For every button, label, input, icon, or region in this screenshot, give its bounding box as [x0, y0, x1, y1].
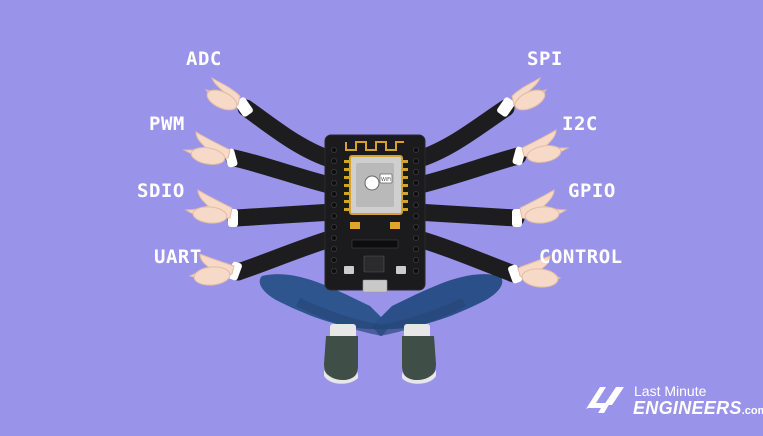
logo-engineers: ENGINEERS — [633, 398, 742, 418]
last-minute-engineers-logo: Last Minute ENGINEERS.com — [582, 381, 763, 421]
label-spi: SPI — [527, 48, 563, 70]
logo-line1: Last Minute — [634, 383, 707, 399]
label-pwm: PWM — [149, 113, 185, 135]
left-arms — [225, 99, 342, 281]
right-arms — [407, 99, 527, 283]
label-gpio: GPIO — [568, 180, 616, 202]
label-i2c: I2C — [562, 113, 598, 135]
lightning-logo-icon — [586, 387, 624, 413]
legs — [259, 274, 503, 336]
label-control: CONTROL — [539, 246, 623, 268]
logo-line2: ENGINEERS.com — [633, 398, 763, 419]
logo-dotcom: .com — [741, 405, 763, 417]
wifi-module-label: WiFi — [381, 177, 391, 183]
left-shoe — [324, 324, 358, 384]
label-sdio: SDIO — [137, 180, 185, 202]
label-adc: ADC — [186, 48, 222, 70]
esp8266-board: WiFi — [324, 134, 426, 293]
right-hands — [511, 76, 570, 288]
label-uart: UART — [154, 246, 202, 268]
left-hands — [182, 76, 241, 286]
right-shoe — [402, 324, 436, 384]
